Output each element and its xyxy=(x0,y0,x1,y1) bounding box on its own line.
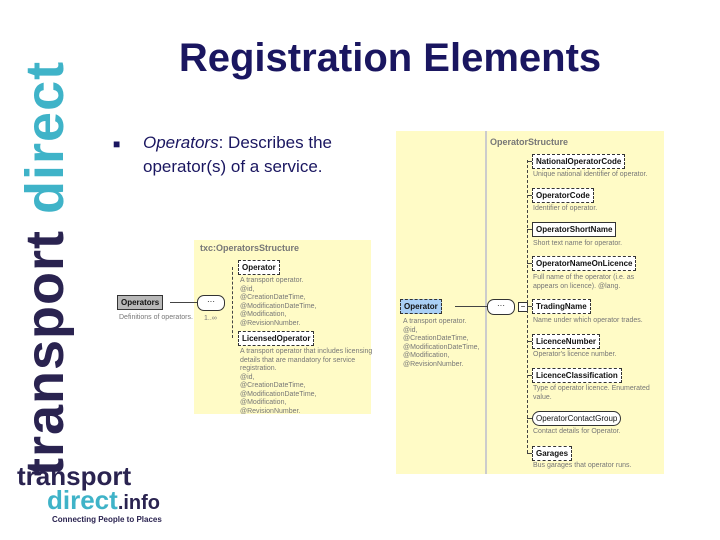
bullet-term: Operators xyxy=(143,133,219,152)
bullet-text: Operators: Describes the operator(s) of … xyxy=(143,131,388,179)
child-desc: Identifier of operator. xyxy=(533,205,598,212)
child-desc: Full name of the operator (i.e. as appea… xyxy=(533,274,635,290)
operators-structure-panel xyxy=(194,240,371,414)
sequence-icon: ··· xyxy=(487,299,515,315)
side-brand-text: transport direct xyxy=(15,56,75,476)
child-desc: Unique national identifier of operator. xyxy=(533,171,648,178)
operator-desc: A transport operator. @id, @CreationDate… xyxy=(403,318,480,368)
page-title: Registration Elements xyxy=(178,36,602,80)
sequence-icon: ··· xyxy=(197,295,225,311)
logo-line1: transport xyxy=(17,461,132,491)
child-desc: Operator's licence number. xyxy=(533,351,617,358)
child-desc: Name under which operator trades. xyxy=(533,317,643,324)
child-desc: Bus garages that operator runs. xyxy=(533,462,632,469)
logo-suffix: .info xyxy=(117,492,161,514)
side-brand-direct: direct xyxy=(15,60,75,214)
side-brand-transport: transport xyxy=(15,229,75,476)
bullet-description: : Describes the operator(s) of a service… xyxy=(143,133,332,176)
cardinality: 1..∞ xyxy=(204,315,217,322)
child-desc: Contact details for Operator. xyxy=(533,428,621,435)
structure-label: txc:OperatorsStructure xyxy=(200,243,300,253)
transport-direct-logo: transport direct.info Connecting People … xyxy=(17,461,162,524)
child-element[interactable]: OperatorNameOnLicence xyxy=(532,256,637,271)
child-element[interactable]: OperatorShortName xyxy=(532,222,617,237)
child-element[interactable]: NationalOperatorCode xyxy=(532,154,626,169)
child-element[interactable]: LicenceNumber xyxy=(532,334,601,349)
operator-element[interactable]: Operator xyxy=(238,260,280,275)
child-element[interactable]: LicenceClassification xyxy=(532,368,622,383)
child-element[interactable]: Garages xyxy=(532,446,573,461)
child-element[interactable]: TradingName xyxy=(532,299,591,314)
child-desc: Short text name for operator. xyxy=(533,240,623,247)
operators-element[interactable]: Operators xyxy=(117,295,164,310)
licensed-operator-element[interactable]: LicensedOperator xyxy=(238,331,315,346)
square-bullet-icon: ■ xyxy=(113,137,121,151)
logo-direct: direct xyxy=(47,485,118,515)
child-desc: Type of operator licence. Enumerated val… xyxy=(533,385,650,401)
logo-line2: direct.info xyxy=(17,485,162,515)
child-element[interactable]: OperatorCode xyxy=(532,188,594,203)
operators-desc: Definitions of operators. xyxy=(119,314,193,321)
child-element[interactable]: OperatorContactGroup xyxy=(532,411,622,426)
structure-label: OperatorStructure xyxy=(490,137,569,147)
licensed-operator-desc: A transport operator that includes licen… xyxy=(240,348,373,415)
operator-element[interactable]: Operator xyxy=(400,299,442,314)
logo-tagline: Connecting People to Places xyxy=(52,515,162,524)
operator-desc: A transport operator. @id, @CreationDate… xyxy=(240,277,317,327)
